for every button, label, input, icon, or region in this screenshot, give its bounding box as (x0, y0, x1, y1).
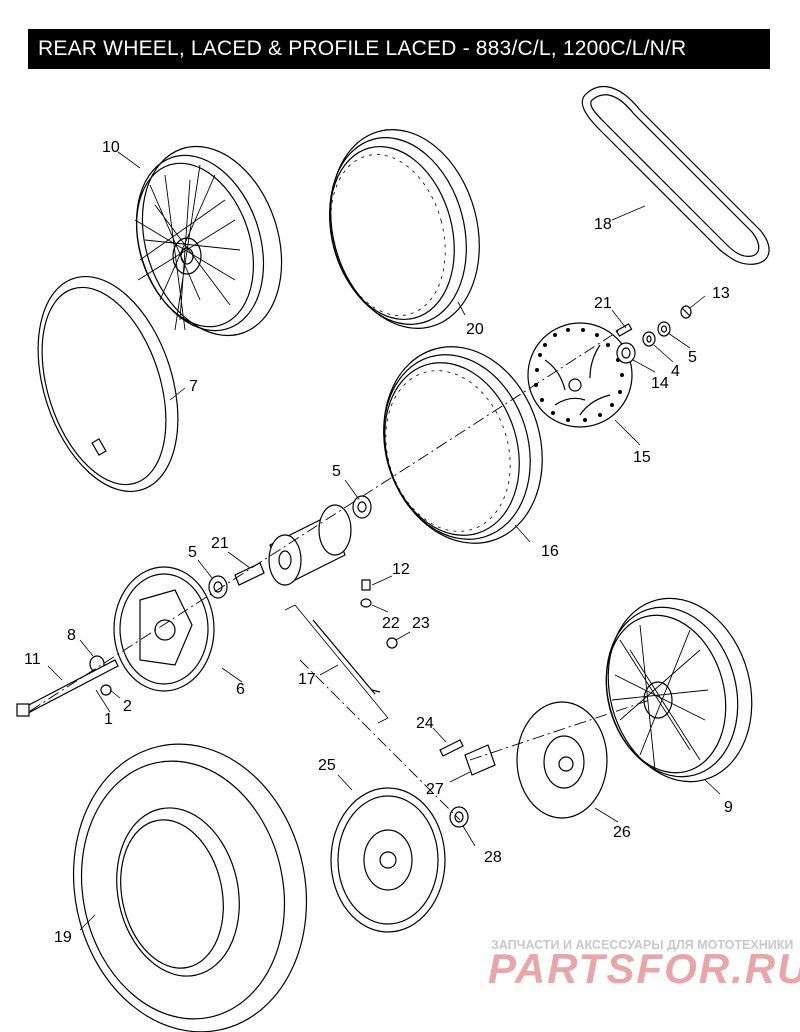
callout-15: 15 (633, 449, 651, 466)
callout-12: 11 (24, 651, 41, 668)
bolt-21 (615, 323, 633, 337)
axle-12 (16, 659, 119, 717)
spacer-29 (449, 806, 469, 828)
callout-2: 2 (123, 698, 132, 715)
callout-5-upper: 5 (332, 463, 341, 480)
brake-rotor-15 (527, 322, 633, 428)
callout-11: 12 (392, 561, 410, 578)
lockwasher-4 (657, 321, 671, 337)
callout-8: 8 (67, 627, 76, 644)
callout-13: 13 (712, 285, 730, 302)
bearing-5-upper (352, 495, 372, 519)
inner-tube-7 (37, 275, 179, 493)
watermark-caption: ЗАПЧАСТИ И АКСЕССУАРЫ ДЛЯ МОТОТЕХНИКИ (491, 938, 794, 952)
laced-wheel-9 (605, 597, 753, 783)
rim-20 (329, 129, 480, 329)
disc-cover-27 (516, 701, 608, 819)
callout-23: 22 (382, 615, 400, 632)
grommet-24 (386, 637, 398, 649)
valve-cap-11 (361, 579, 371, 591)
watermark-logo: PARTSFOR.RU (488, 945, 800, 992)
callout-17: 17 (298, 671, 316, 688)
drive-belt-18 (581, 86, 770, 265)
pulley-26 (330, 787, 446, 933)
callout-29: 28 (484, 849, 502, 866)
callout-22: 21 (211, 535, 229, 552)
callout-6: 6 (236, 681, 245, 698)
callout-1: 1 (104, 711, 113, 728)
leader-lines (47, 151, 721, 931)
title-bar: REAR WHEEL, LACED & PROFILE LACED - 883/… (28, 29, 770, 69)
callout-14: 14 (651, 375, 669, 392)
wheel-hub (268, 504, 352, 586)
callout-5-lower: 5 (188, 544, 197, 561)
callout-3: 4 (671, 363, 680, 380)
washer-3 (642, 331, 656, 347)
callout-10: 10 (102, 139, 120, 156)
washer-2 (100, 684, 112, 696)
balance-weight-28 (464, 744, 496, 776)
bolt-25 (439, 739, 464, 757)
callout-4: 5 (688, 349, 697, 366)
spoke-17 (284, 604, 389, 724)
callout-7: 7 (189, 378, 198, 395)
laced-wheel-10 (134, 145, 283, 337)
callout-21: 21 (594, 295, 612, 312)
callout-9: 9 (724, 799, 733, 816)
spacer-14 (616, 342, 636, 364)
callout-18: 18 (594, 216, 612, 233)
callout-27: 26 (613, 824, 631, 841)
nut-13 (680, 305, 692, 319)
callout-labels: 10 20 18 7 21 13 5 4 14 15 16 5 21 5 12 … (24, 139, 733, 946)
rim-16 (383, 346, 543, 544)
callout-25: 24 (416, 715, 434, 732)
tire-19 (72, 743, 308, 1032)
sprocket-6 (113, 566, 215, 692)
callout-28: 27 (426, 781, 444, 798)
callout-26: 25 (318, 757, 336, 774)
callout-20: 20 (466, 321, 484, 338)
bearing-5-lower (208, 575, 228, 599)
callout-24: 23 (412, 615, 430, 632)
valve-nut-23 (360, 598, 372, 608)
assembly-centerlines (29, 329, 651, 821)
callout-19: 19 (54, 929, 72, 946)
callout-16: 16 (541, 543, 559, 560)
diagram-title: REAR WHEEL, LACED & PROFILE LACED - 883/… (38, 37, 687, 60)
axle-spacer-22 (234, 562, 265, 586)
